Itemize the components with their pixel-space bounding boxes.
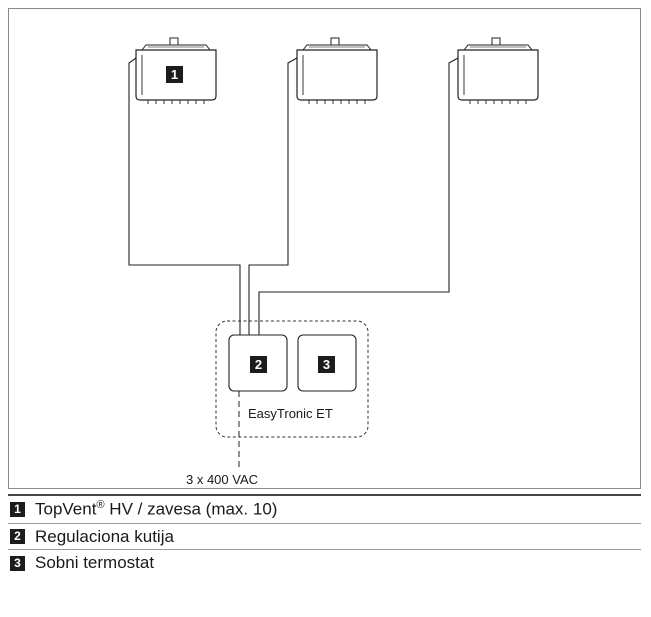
legend: 1 TopVent® HV / zavesa (max. 10) 2 Regul…: [8, 494, 641, 576]
badge-control-box: 2: [250, 356, 267, 373]
badge-topvent-unit: 1: [166, 66, 183, 83]
diagram-frame: [8, 8, 641, 489]
legend-badge: 2: [10, 529, 25, 544]
legend-text: Regulaciona kutija: [35, 526, 174, 546]
legend-item: 3 Sobni termostat: [8, 550, 641, 576]
topvent-unit-2: [296, 37, 378, 105]
control-wiring: [128, 57, 459, 345]
supply-label: 3 x 400 VAC: [186, 472, 258, 487]
legend-item: 1 TopVent® HV / zavesa (max. 10): [8, 494, 641, 524]
legend-badge: 3: [10, 555, 25, 571]
easytronic-enclosure: [215, 320, 369, 438]
controller-label: EasyTronic ET: [248, 406, 333, 421]
badge-thermostat: 3: [318, 356, 335, 373]
legend-text: TopVent® HV / zavesa (max. 10): [35, 499, 278, 519]
legend-text: Sobni termostat: [35, 553, 155, 572]
wiring-diagram: EasyTronic ET 3 x 400 VAC: [128, 37, 539, 487]
topvent-unit-3: [457, 37, 539, 105]
legend-badge: 1: [10, 502, 25, 517]
legend-item: 2 Regulaciona kutija: [8, 524, 641, 550]
